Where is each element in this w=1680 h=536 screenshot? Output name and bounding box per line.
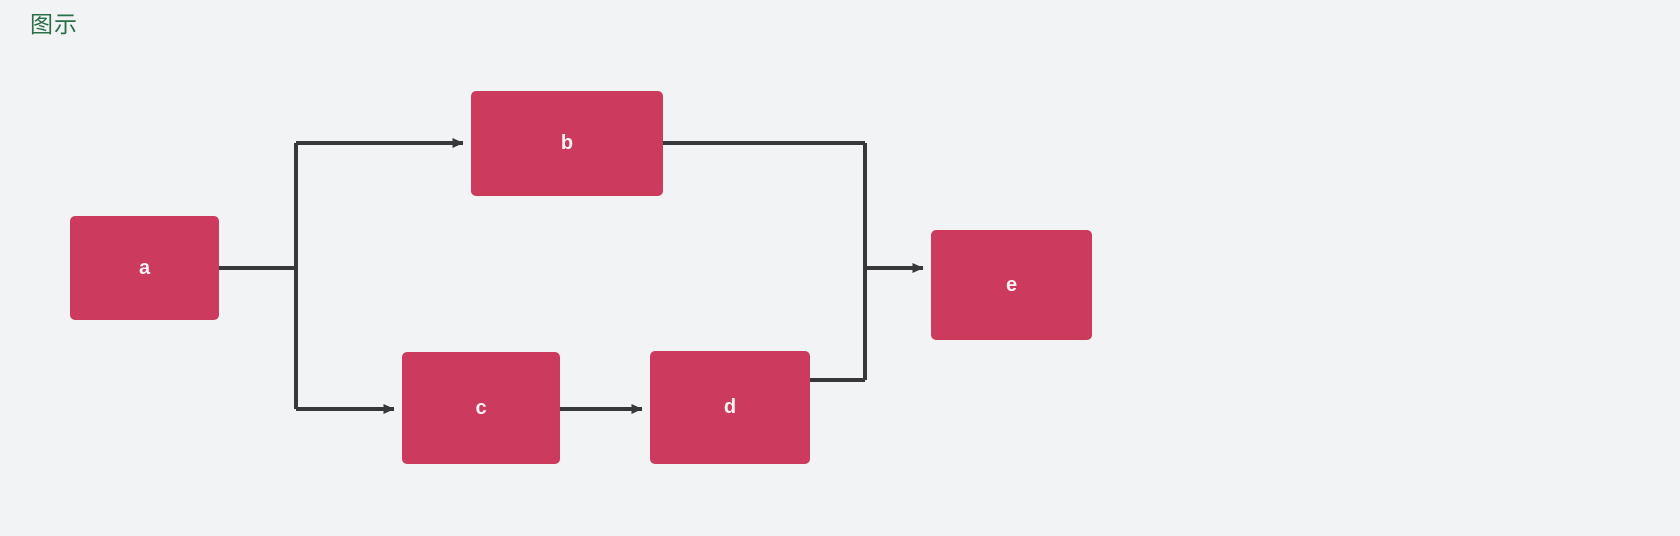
node-e-label: e xyxy=(1005,273,1018,296)
node-d[interactable]: d xyxy=(650,351,810,464)
node-d-label: d xyxy=(723,396,737,418)
node-a-label: a xyxy=(138,256,151,279)
node-a[interactable]: a xyxy=(70,216,219,320)
node-b-label: b xyxy=(560,132,574,154)
node-c[interactable]: c xyxy=(402,352,560,464)
page-title: 图示 xyxy=(30,12,78,38)
node-e[interactable]: e xyxy=(931,230,1092,340)
node-b[interactable]: b xyxy=(471,91,663,196)
node-c-label: c xyxy=(475,396,487,419)
